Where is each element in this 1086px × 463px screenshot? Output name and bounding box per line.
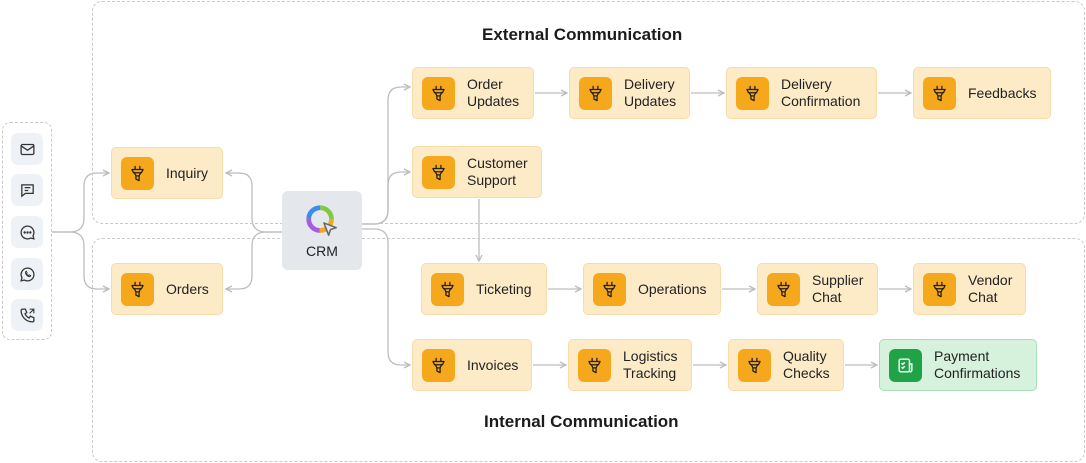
wire-crm-invoices (362, 228, 410, 365)
node-delivery-confirmation[interactable]: Delivery Confirmation (726, 67, 877, 119)
node-label: Feedbacks (968, 84, 1037, 101)
node-label: Quality Checks (783, 348, 830, 381)
funnel-icon (593, 272, 626, 306)
funnel-icon (121, 156, 154, 190)
wire-crm-orders (226, 231, 282, 289)
funnel-icon (431, 272, 464, 306)
node-label: Logistics Tracking (623, 348, 678, 381)
node-label: Customer Support (467, 155, 528, 188)
node-orders[interactable]: Orders (111, 263, 223, 315)
whatsapp-icon[interactable] (11, 258, 43, 290)
wire-channels-orders (52, 231, 109, 289)
funnel-icon (422, 155, 455, 189)
node-label: Supplier Chat (812, 272, 864, 305)
funnel-icon (578, 348, 611, 382)
funnel-icon (422, 76, 455, 110)
external-communication-region (92, 1, 1085, 224)
node-label: Operations (638, 280, 707, 297)
crm-hub[interactable]: CRM (282, 191, 362, 270)
node-supplier-chat[interactable]: Supplier Chat (757, 263, 878, 315)
wire-channels-inquiry (52, 173, 109, 233)
chat-bubble-icon[interactable] (11, 216, 43, 248)
node-ticketing[interactable]: Ticketing (421, 263, 547, 315)
payment-check-icon (889, 348, 922, 382)
node-delivery-updates[interactable]: Delivery Updates (569, 67, 690, 119)
node-logistics-tracking[interactable]: Logistics Tracking (568, 339, 692, 391)
internal-communication-region (92, 238, 1085, 462)
node-vendor-chat[interactable]: Vendor Chat (913, 263, 1026, 315)
funnel-icon (121, 272, 154, 306)
funnel-icon (736, 76, 769, 110)
node-label: Delivery Updates (624, 76, 677, 109)
node-label: Invoices (467, 356, 519, 373)
funnel-icon (738, 348, 771, 382)
crm-logo-icon (306, 205, 338, 237)
node-label: Payment Confirmations (934, 348, 1021, 381)
node-operations[interactable]: Operations (583, 263, 721, 315)
mail-icon[interactable] (11, 133, 43, 165)
phone-icon[interactable] (11, 299, 43, 331)
sms-icon[interactable] (11, 174, 43, 206)
node-quality-checks[interactable]: Quality Checks (728, 339, 844, 391)
funnel-icon (579, 76, 612, 110)
channel-list (2, 122, 52, 340)
node-label: Ticketing (476, 280, 532, 297)
wire-crm-inquiry (226, 173, 282, 233)
funnel-icon (923, 76, 956, 110)
node-feedbacks[interactable]: Feedbacks (913, 67, 1051, 119)
funnel-icon (923, 272, 956, 306)
node-inquiry[interactable]: Inquiry (111, 147, 223, 199)
funnel-icon (767, 272, 800, 306)
node-label: Order Updates (467, 76, 520, 109)
node-payment-confirmations[interactable]: Payment Confirmations (879, 339, 1037, 391)
external-communication-title: External Communication (482, 25, 683, 44)
node-label: Delivery Confirmation (781, 76, 861, 109)
node-label: Orders (166, 280, 209, 297)
internal-communication-title: Internal Communication (484, 412, 679, 431)
node-invoices[interactable]: Invoices (412, 339, 532, 391)
node-customer-support[interactable]: Customer Support (412, 146, 542, 198)
crm-label: CRM (306, 243, 338, 259)
node-label: Vendor Chat (968, 272, 1013, 305)
funnel-icon (422, 348, 455, 382)
node-label: Inquiry (166, 164, 209, 181)
node-order-updates[interactable]: Order Updates (412, 67, 534, 119)
